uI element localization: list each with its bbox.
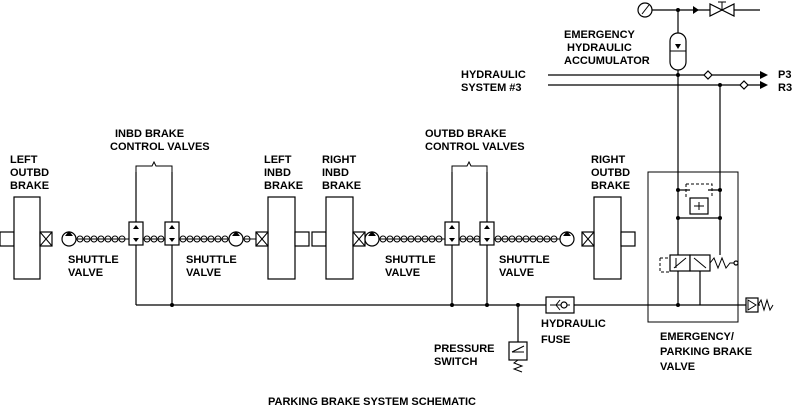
left-outbd-brake-label-2: OUTBD	[10, 167, 49, 179]
valve-junction-4	[718, 216, 722, 220]
pressure-switch-body	[508, 341, 528, 361]
shuttle-valve-4-label-1: SHUTTLE	[499, 254, 550, 266]
shuttle-valve-3-label-2: VALVE	[385, 267, 420, 279]
shuttle-valve-2-label-1: SHUTTLE	[186, 254, 237, 266]
p3-check-valve	[703, 70, 713, 80]
accumulator-marker	[675, 44, 681, 49]
shuttle-valve-2	[228, 231, 244, 247]
shuttle-valve-1-label-2: VALVE	[68, 267, 103, 279]
pressure-switch-spring	[512, 359, 524, 373]
right-inbd-brake-label-3: BRAKE	[322, 180, 361, 192]
pressure-switch-junction	[516, 303, 520, 307]
outbd-control-valve-left	[444, 172, 460, 307]
emergency-valve-label-1: EMERGENCY/	[660, 331, 734, 343]
left-inbd-brake-label-2: INBD	[264, 167, 291, 179]
valve-junction-1	[676, 188, 680, 192]
right-outbd-brake-label-1: RIGHT	[591, 154, 626, 166]
return-check-arrow	[747, 299, 757, 311]
accumulator-label-2: HYDRAULIC	[567, 42, 632, 54]
pressure-switch-label-2: SWITCH	[434, 356, 477, 368]
valve-junction-2	[718, 188, 722, 192]
shuttle-valve-4-label-2: VALVE	[499, 267, 534, 279]
shuttle-valve-4	[559, 231, 575, 247]
parking-valve-arrows	[673, 257, 707, 269]
inbd-control-valve-right	[164, 172, 180, 307]
return-spring	[757, 298, 774, 312]
hydraulic-fuse-label-1: HYDRAULIC	[541, 318, 606, 330]
pressure-switch-label-1: PRESSURE	[434, 343, 495, 355]
outbd-valves-label-2: CONTROL VALVES	[425, 141, 525, 153]
hyd-system-label-1: HYDRAULIC	[461, 69, 526, 81]
parking-valve-dash	[659, 257, 670, 273]
parking-valve-handle	[733, 260, 739, 266]
gauge-junction	[676, 8, 680, 12]
left-outbd-brake	[0, 196, 41, 280]
charging-valve	[709, 3, 724, 17]
shuttle-valve-3	[364, 231, 380, 247]
right-inbd-brake-label-2: INBD	[322, 167, 349, 179]
left-inbd-brake	[267, 196, 310, 280]
charging-valve-stem	[718, 1, 726, 10]
r3-label: R3	[778, 82, 792, 94]
right-inbd-brake	[311, 196, 354, 280]
parking-valve-spring	[709, 256, 734, 270]
shuttle-valve-2-label-2: VALVE	[186, 267, 221, 279]
relief-valve-arrow	[694, 202, 704, 210]
right-inbd-brake-label-1: RIGHT	[322, 154, 357, 166]
left-inbd-brake-label-3: BRAKE	[264, 180, 303, 192]
emergency-valve-label-3: VALVE	[660, 361, 695, 373]
right-outbd-brake-label-3: BRAKE	[591, 180, 630, 192]
diagram-title: PARKING BRAKE SYSTEM SCHEMATIC	[268, 396, 476, 408]
inbd-valves-label-2: CONTROL VALVES	[110, 141, 210, 153]
inbd-control-valve-left	[128, 172, 144, 305]
emergency-valve-label-2: PARKING BRAKE	[660, 346, 752, 358]
r3-arrow	[760, 81, 768, 89]
left-outbd-brake-label-3: BRAKE	[10, 180, 49, 192]
pressure-switch-contact	[511, 345, 525, 353]
right-outbd-brake	[593, 196, 636, 280]
gauge-check	[693, 6, 699, 14]
charging-valve-2	[720, 3, 735, 17]
inbd-valves-brace	[135, 160, 173, 172]
outbd-valves-label-1: OUTBD BRAKE	[425, 128, 506, 140]
valve-junction-3	[676, 216, 680, 220]
brake-connectors	[39, 231, 595, 247]
hyd-system-label-2: SYSTEM #3	[461, 82, 522, 94]
shuttle-valve-3-label-1: SHUTTLE	[385, 254, 436, 266]
shuttle-valve-1-label-1: SHUTTLE	[68, 254, 119, 266]
shuttle-valve-1	[61, 231, 77, 247]
valve-internal-lines	[677, 189, 720, 305]
left-inbd-brake-label-1: LEFT	[264, 154, 292, 166]
brake-line-coils	[76, 235, 560, 243]
left-outbd-brake-label-1: LEFT	[10, 154, 38, 166]
accumulator-label-3: ACCUMULATOR	[564, 55, 650, 67]
hydraulic-fuse-ball	[560, 301, 568, 309]
outbd-valves-brace	[451, 160, 488, 172]
valve-junction-5	[676, 303, 680, 307]
inbd-valves-label-1: INBD BRAKE	[115, 128, 184, 140]
accumulator-label-1: EMERGENCY	[564, 29, 636, 41]
outbd-control-valve-right	[479, 172, 495, 307]
p3-arrow	[760, 71, 768, 79]
r3-check-valve	[739, 80, 749, 90]
emergency-valve-enclosure	[647, 171, 739, 323]
gauge-needle	[641, 4, 650, 15]
relief-valve-dash	[685, 183, 713, 198]
p3-label: P3	[778, 69, 791, 81]
hydraulic-fuse-label-2: FUSE	[541, 334, 570, 346]
right-outbd-brake-label-2: OUTBD	[591, 167, 630, 179]
